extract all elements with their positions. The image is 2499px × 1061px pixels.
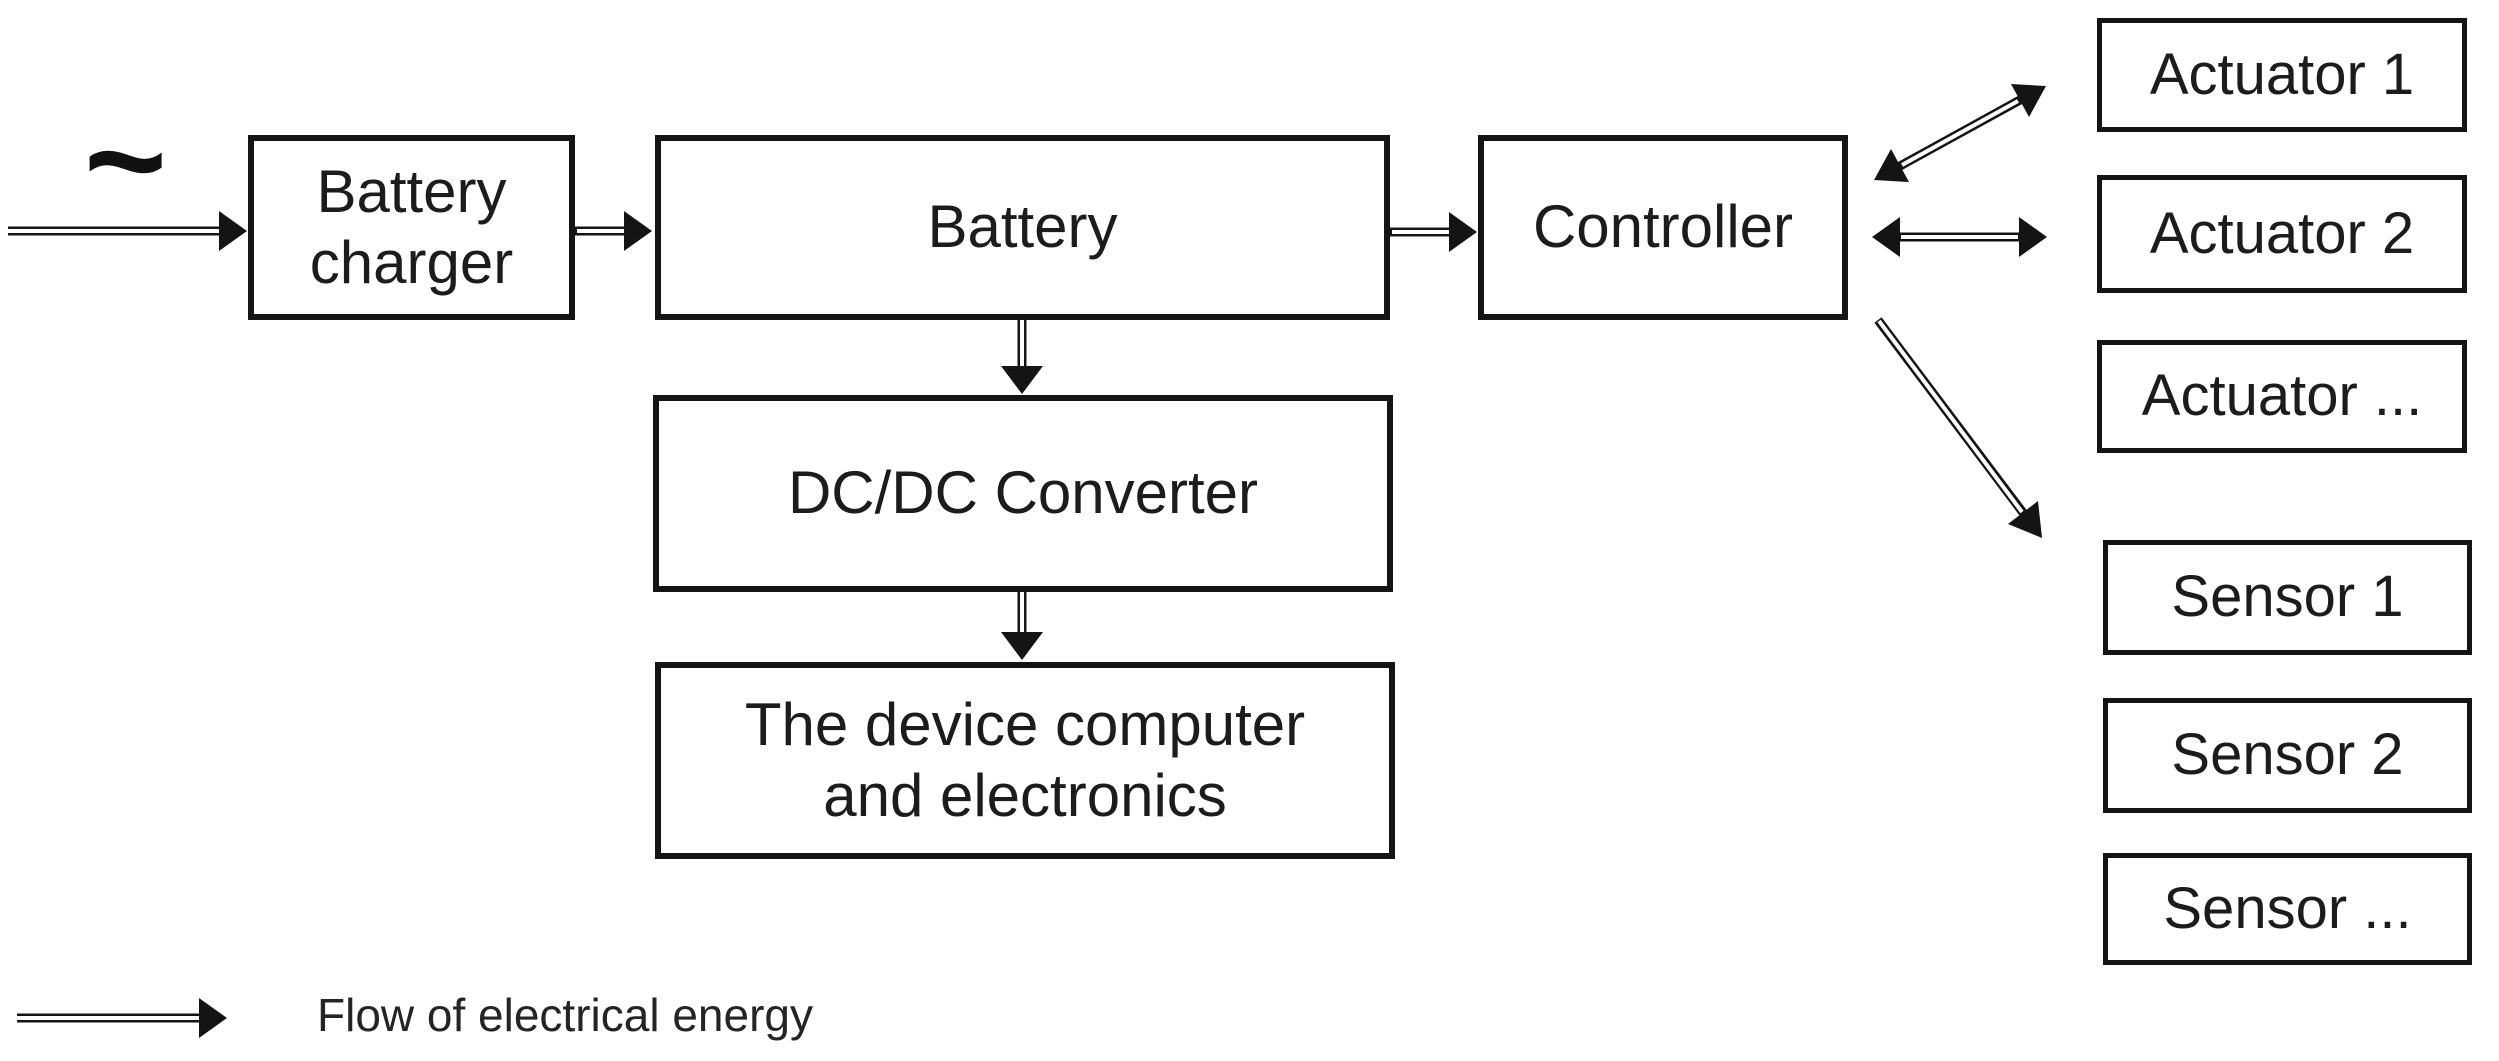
arrow-controller-actuator1 [1874,84,2046,182]
node-controller: Controller [1478,135,1848,320]
arrow-battery-to-controller [1390,212,1477,252]
node-device-computer: The device computer and electronics [655,662,1395,859]
arrow-ac-to-battery-charger [8,211,247,251]
node-actuator-1: Actuator 1 [2097,18,2467,132]
legend-label: Flow of electrical energy [317,989,813,1041]
node-actuator-1-label: Actuator 1 [2149,41,2415,107]
node-dcdc-converter-label: DC/DC Converter [787,459,1259,527]
node-battery-charger: Battery charger [248,135,575,320]
node-actuator-more: Actuator ... [2097,340,2467,453]
node-battery-charger-label: Battery charger [309,157,514,296]
arrow-controller-sensor1 [1874,317,2042,538]
node-sensor-1: Sensor 1 [2103,540,2472,655]
node-actuator-more-label: Actuator ... [2141,363,2423,429]
ac-source-symbol: ~ [84,81,167,240]
node-sensor-1-label: Sensor 1 [2171,564,2404,630]
node-actuator-2-label: Actuator 2 [2149,200,2415,266]
node-sensor-2: Sensor 2 [2103,698,2472,813]
node-actuator-2: Actuator 2 [2097,175,2467,293]
node-sensor-more: Sensor ... [2103,853,2472,965]
node-dcdc-converter: DC/DC Converter [653,395,1393,592]
node-sensor-2-label: Sensor 2 [2171,722,2404,788]
node-battery: Battery [655,135,1390,320]
node-battery-label: Battery [927,193,1118,261]
node-sensor-more-label: Sensor ... [2163,875,2412,941]
node-controller-label: Controller [1532,193,1794,261]
node-device-computer-label: The device computer and electronics [744,690,1306,829]
arrow-charger-to-battery [575,211,652,251]
arrow-controller-actuator2 [1872,217,2047,257]
arrow-battery-to-dcdc [1001,320,1043,394]
legend-arrow [17,998,227,1038]
arrow-dcdc-to-device [1001,592,1043,660]
